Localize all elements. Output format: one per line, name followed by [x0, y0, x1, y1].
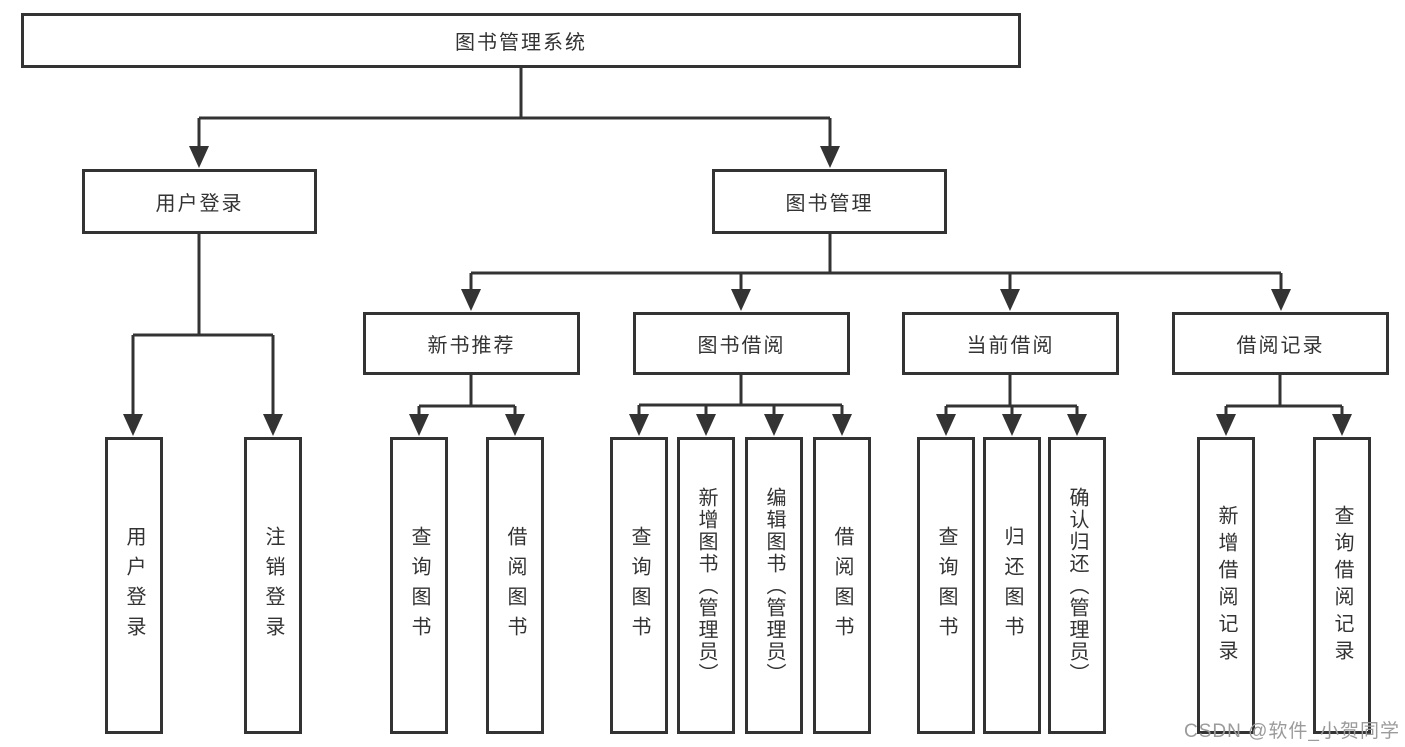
- leaf-nbr-borrow-books: 借阅图书: [486, 437, 544, 734]
- watermark: CSDN @软件_小贺同学: [1184, 721, 1400, 742]
- node-user-login: 用户登录: [82, 169, 317, 234]
- connector-current-borrow-branch: [944, 375, 1079, 418]
- leaf-cb-return-books: 归还图书: [983, 437, 1041, 734]
- leaf-bb-edit-books-admin: 编辑图书（管理员）: [745, 437, 803, 734]
- leaf-bb-query-books: 查询图书: [610, 437, 668, 734]
- node-book-management: 图书管理: [712, 169, 947, 234]
- connector-borrow-records-branch: [1224, 375, 1344, 418]
- arrowheads: [123, 146, 1352, 436]
- node-root: 图书管理系统: [21, 13, 1021, 68]
- connector-book-management-branch: [469, 234, 1283, 293]
- leaf-user-login: 用户登录: [105, 437, 163, 734]
- node-current-borrowing: 当前借阅: [902, 312, 1119, 375]
- leaf-bb-borrow-books: 借阅图书: [813, 437, 871, 734]
- node-borrowing-records: 借阅记录: [1172, 312, 1389, 375]
- leaf-cb-confirm-return-admin: 确认归还（管理员）: [1048, 437, 1106, 734]
- node-book-borrowing: 图书借阅: [633, 312, 850, 375]
- leaf-br-add-record: 新增借阅记录: [1197, 437, 1255, 734]
- connector-new-book-branch: [417, 375, 517, 418]
- node-new-book-recommend: 新书推荐: [363, 312, 580, 375]
- connector-user-login-branch: [131, 234, 275, 418]
- connector-book-borrow-branch: [637, 375, 844, 418]
- leaf-nbr-query-books: 查询图书: [390, 437, 448, 734]
- leaf-bb-add-books-admin: 新增图书（管理员）: [677, 437, 735, 734]
- connector-root-to-level2: [197, 68, 832, 150]
- leaf-br-query-record: 查询借阅记录: [1313, 437, 1371, 734]
- leaf-cb-query-books: 查询图书: [917, 437, 975, 734]
- leaf-logout: 注销登录: [244, 437, 302, 734]
